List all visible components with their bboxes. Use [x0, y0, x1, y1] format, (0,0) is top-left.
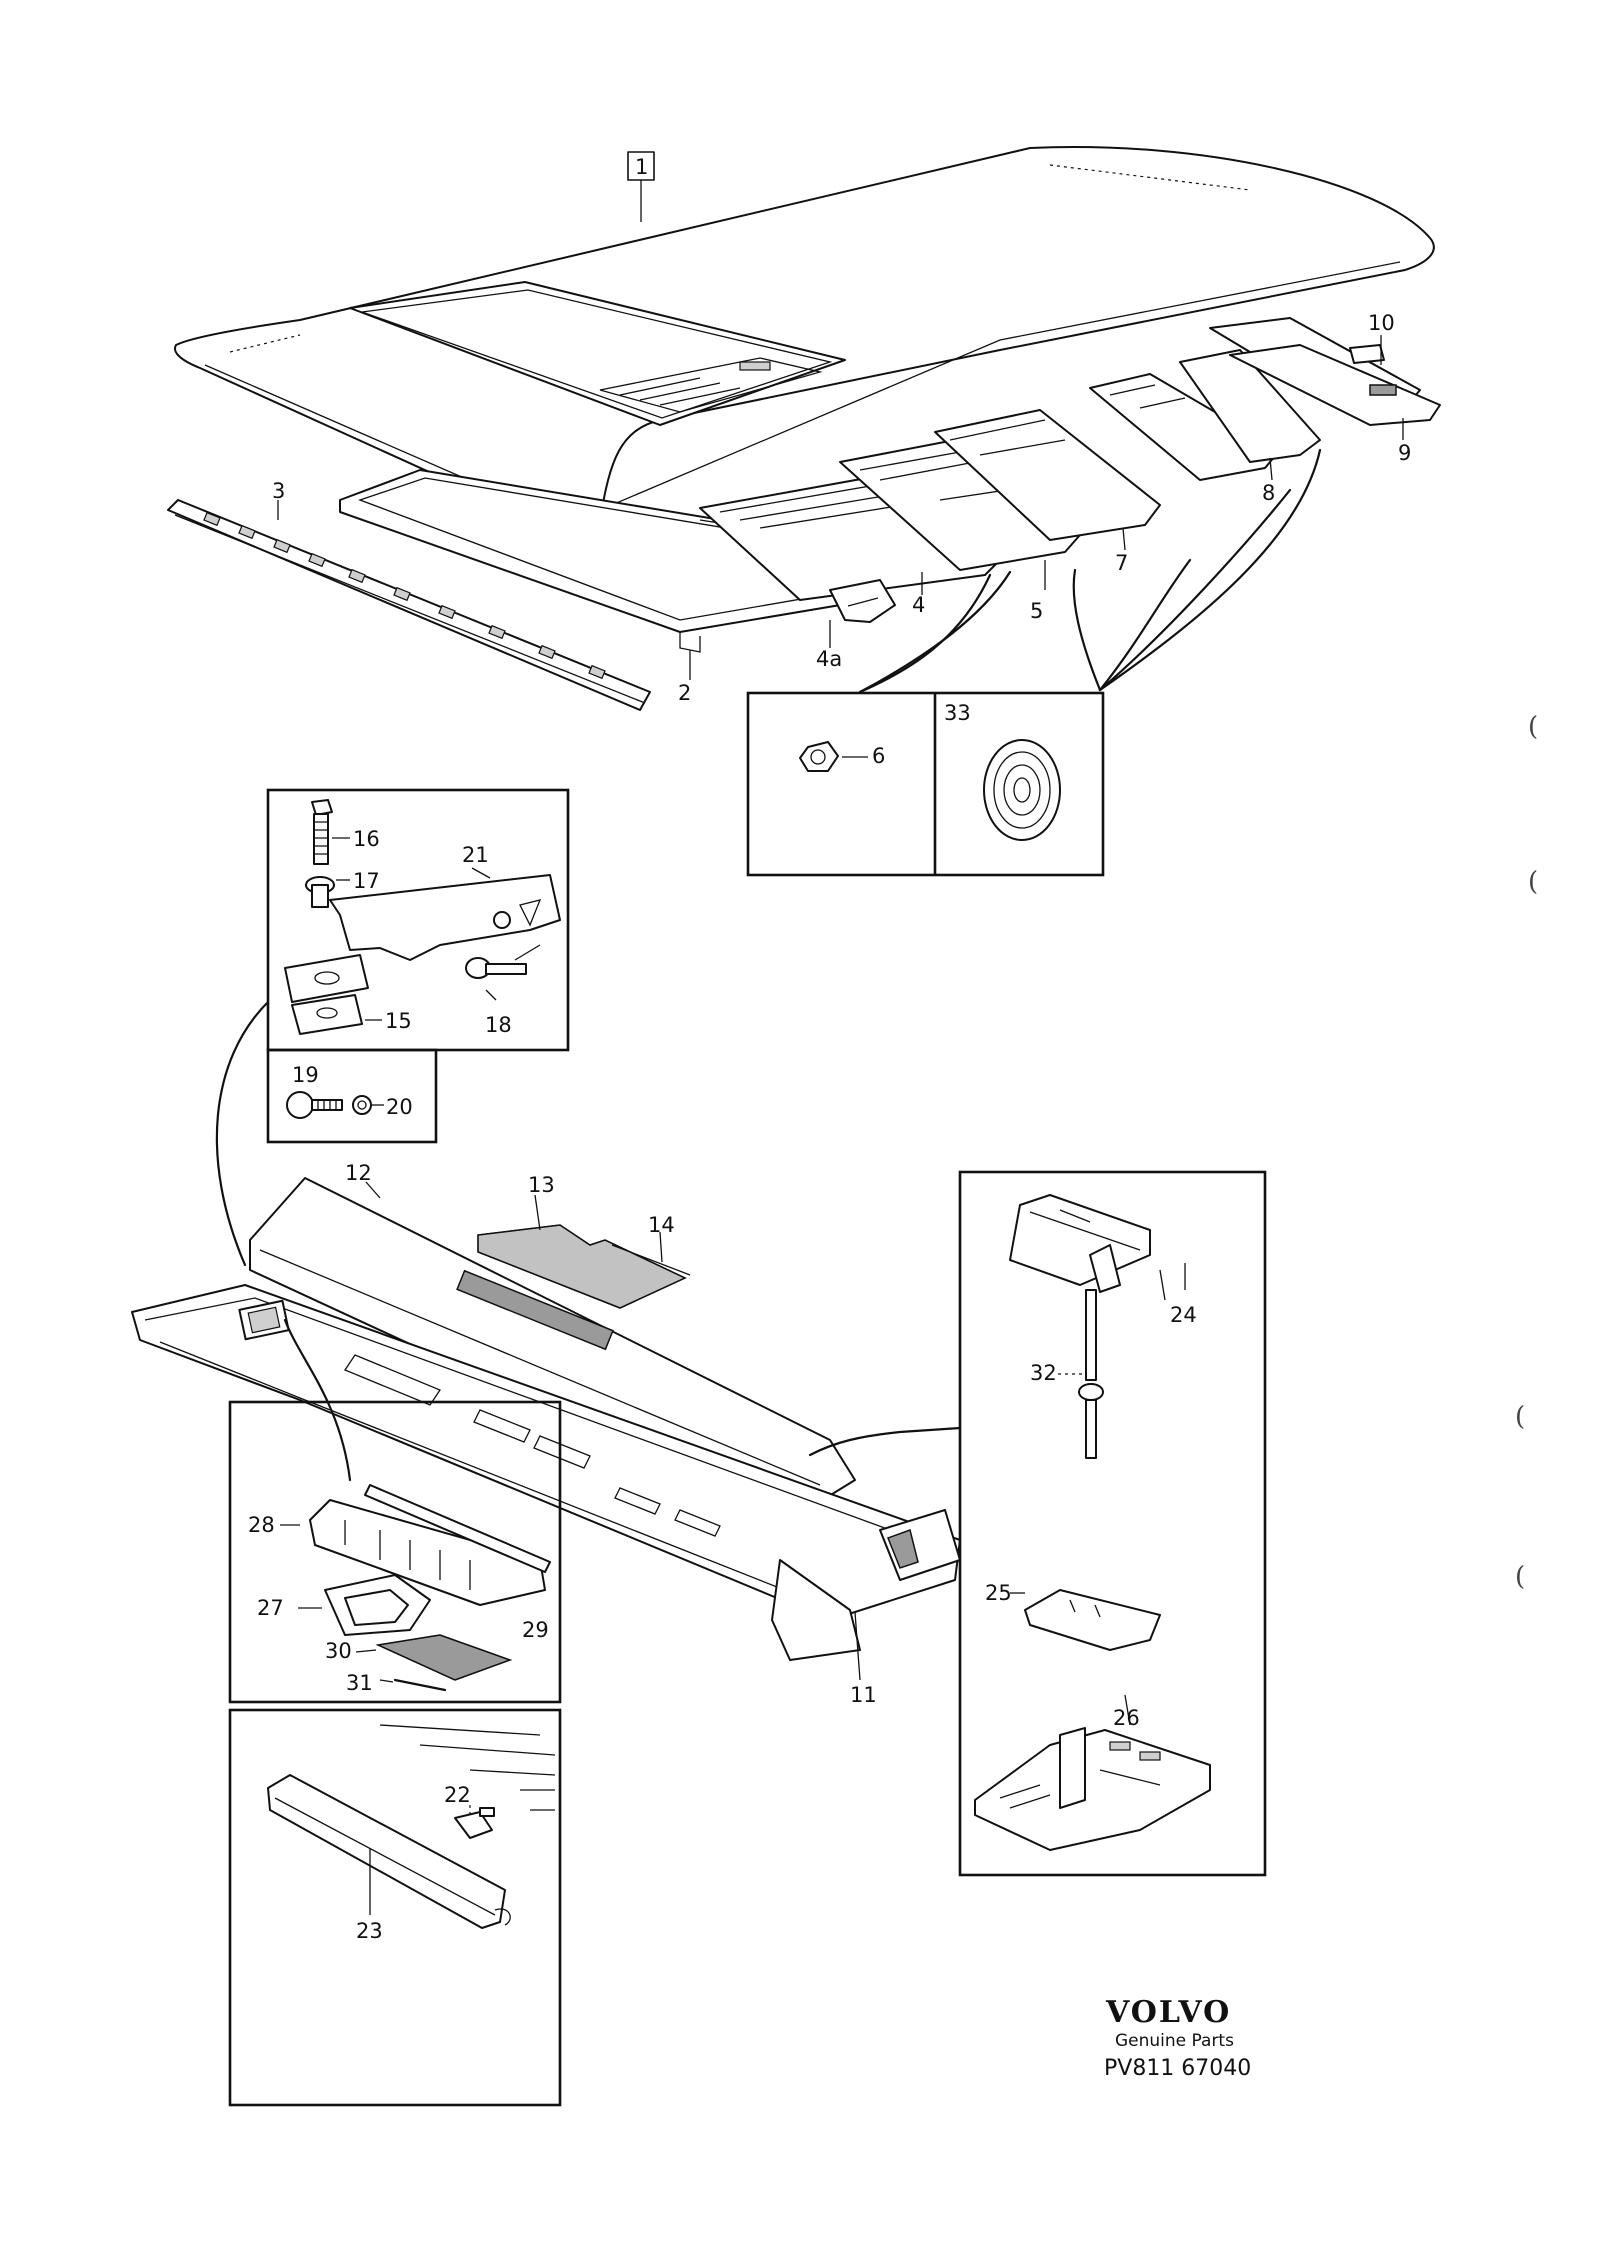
drip-moulding — [167, 499, 651, 711]
gasket-part-27 — [298, 1574, 431, 1636]
roof-bows — [699, 317, 1441, 623]
washer-part-17 — [305, 876, 350, 908]
detail-box-hinge — [266, 788, 570, 1144]
hinge-plate-part-15 — [284, 954, 382, 1035]
callout-10: 10 — [1368, 311, 1395, 335]
callout-24: 24 — [1170, 1303, 1197, 1327]
nut-part-6 — [799, 741, 868, 772]
clip-part-31 — [379, 1678, 447, 1692]
detail-box-trim — [228, 1708, 562, 2107]
hinge-bracket-part-21 — [329, 867, 561, 961]
callout-3: 3 — [272, 479, 285, 503]
diagram-code: PV811 67040 — [1104, 2056, 1251, 2081]
callout-18: 18 — [485, 1013, 512, 1037]
callout-23: 23 — [356, 1919, 383, 1943]
margin-mark: ( — [1528, 867, 1538, 897]
callout-labels: 1 2 3 4 4a 5 6 7 8 9 10 11 12 13 14 15 1… — [248, 155, 1411, 1943]
callout-29: 29 — [522, 1618, 549, 1642]
screw-part-19 — [286, 1091, 343, 1119]
callout-32: 32 — [1030, 1361, 1057, 1385]
callout-16: 16 — [353, 827, 380, 851]
callout-11: 11 — [850, 1683, 877, 1707]
bracket-part-25 — [1010, 1589, 1161, 1651]
callout-lines — [277, 151, 1404, 1726]
callout-25: 25 — [985, 1581, 1012, 1605]
margin-mark: ( — [1515, 1402, 1525, 1432]
volvo-logo: VOLVO — [1105, 1995, 1231, 2030]
callout-27: 27 — [257, 1596, 284, 1620]
callout-9: 9 — [1398, 441, 1411, 465]
detail-box-air-intake — [228, 1318, 562, 1704]
margin-marks: ( ( ( ( — [1515, 712, 1538, 1592]
washer-part-20 — [352, 1095, 384, 1115]
cowl-panel — [131, 1177, 961, 1661]
rivet-part-32 — [1058, 1289, 1104, 1459]
seal-strip-part-29 — [364, 1484, 551, 1573]
callout-20: 20 — [386, 1095, 413, 1119]
callout-4a: 4a — [816, 647, 842, 671]
callout-6: 6 — [872, 744, 885, 768]
callout-33: 33 — [944, 701, 971, 725]
callout-2: 2 — [678, 681, 691, 705]
brand-tagline: Genuine Parts — [1115, 2031, 1234, 2051]
callout-21: 21 — [462, 843, 489, 867]
detail-box-brackets — [808, 1170, 1267, 1877]
callout-7: 7 — [1115, 551, 1128, 575]
moulding-slots — [203, 511, 606, 680]
callout-12: 12 — [345, 1161, 372, 1185]
callout-22: 22 — [444, 1783, 471, 1807]
callout-13: 13 — [528, 1173, 555, 1197]
callout-5: 5 — [1030, 599, 1043, 623]
bolt-part-16 — [311, 799, 350, 865]
callout-31: 31 — [346, 1671, 373, 1695]
margin-mark: ( — [1515, 1562, 1525, 1592]
connector-arrows — [858, 448, 1322, 694]
callout-14: 14 — [648, 1213, 675, 1237]
callout-8: 8 — [1262, 481, 1275, 505]
callout-17: 17 — [353, 869, 380, 893]
clip-part-22 — [454, 1805, 495, 1839]
callout-30: 30 — [325, 1639, 352, 1663]
callout-28: 28 — [248, 1513, 275, 1537]
trim-strip-part-23 — [267, 1774, 511, 1929]
brand-block: VOLVO Genuine Parts PV811 67040 — [1104, 1995, 1251, 2081]
detail-box-fasteners — [746, 691, 1105, 877]
callout-26: 26 — [1113, 1706, 1140, 1730]
callout-box-1 — [627, 151, 655, 181]
roof-panel — [174, 145, 1435, 531]
bracket-part-26 — [974, 1727, 1211, 1851]
callout-15: 15 — [385, 1009, 412, 1033]
callout-1: 1 — [635, 155, 648, 179]
bracket-part-24 — [1009, 1194, 1166, 1301]
sealing-disc-part-33 — [983, 739, 1061, 841]
intake-housing-part-28 — [280, 1499, 546, 1606]
cowl-seal — [477, 1224, 691, 1309]
margin-mark: ( — [1528, 712, 1538, 742]
filter-mesh-part-30 — [355, 1634, 513, 1681]
connector-hinge — [215, 1000, 270, 1267]
pin-part-18 — [465, 944, 541, 1001]
callout-19: 19 — [292, 1063, 319, 1087]
callout-4: 4 — [912, 593, 925, 617]
